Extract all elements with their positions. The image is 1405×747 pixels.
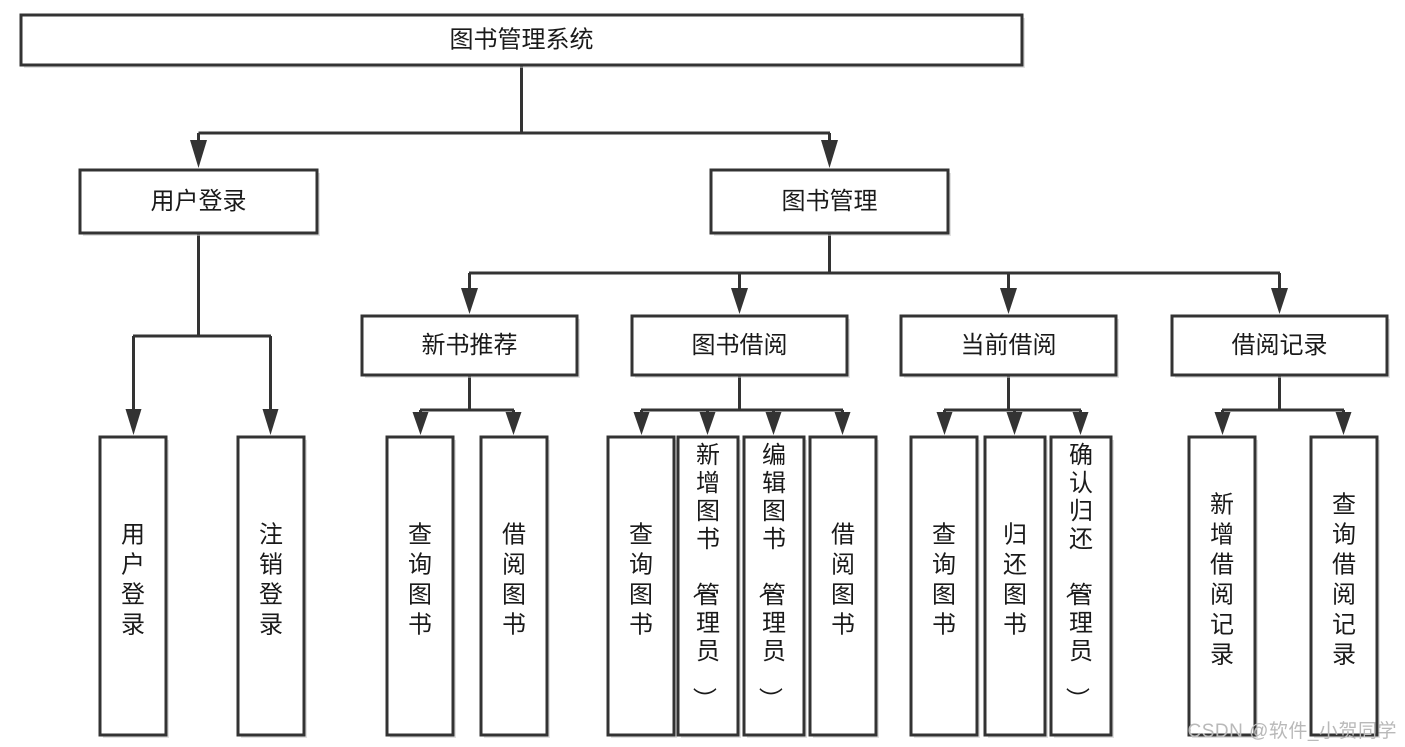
leaf-node-9-label: 归还图书 xyxy=(1003,522,1027,639)
root-node-0-label: 图书管理系统 xyxy=(450,26,594,53)
connector-current-to-leaves xyxy=(943,375,1082,418)
level2-node-0-box[interactable] xyxy=(78,168,319,235)
connector-newbook-to-leaves xyxy=(419,375,515,418)
leaf-node-1-label: 注销登录 xyxy=(259,522,283,639)
leaf-node-1[interactable]: 注销登录 xyxy=(236,435,307,738)
arrow-to-leaf-6 xyxy=(765,412,782,435)
arrow-to-leaf-11 xyxy=(1214,412,1231,435)
root-node-0-box[interactable] xyxy=(19,13,1024,67)
level3-node-0-box[interactable] xyxy=(360,314,579,377)
leaf-node-10[interactable]: 确认归还（管理员） xyxy=(1049,435,1114,738)
arrow-to-leaf-1 xyxy=(262,409,279,435)
level2-node-0-label: 用户登录 xyxy=(151,188,247,215)
leaf-node-7-box[interactable] xyxy=(808,435,878,737)
level3-node-2-box[interactable] xyxy=(899,314,1118,377)
leaf-node-12[interactable]: 查询借阅记录 xyxy=(1309,435,1380,738)
leaf-node-3-box[interactable] xyxy=(479,435,549,737)
leaf-node-5[interactable]: 新增图书（管理员） xyxy=(676,435,741,738)
connector-bookmgmt-to-level3 xyxy=(468,233,1281,296)
leaf-node-12-box[interactable] xyxy=(1309,435,1379,737)
connector-layer xyxy=(132,65,1345,418)
leaf-node-4[interactable]: 查询图书 xyxy=(606,435,677,738)
arrowhead-layer xyxy=(125,140,1352,435)
connector-userlogin-to-leaves xyxy=(132,233,272,418)
level3-node-3[interactable]: 借阅记录 xyxy=(1170,314,1390,378)
leaf-node-11[interactable]: 新增借阅记录 xyxy=(1187,435,1258,738)
level3-node-1-box[interactable] xyxy=(630,314,849,377)
leaf-node-12-label: 查询借阅记录 xyxy=(1332,492,1356,669)
csdn-watermark: CSDN @软件_小贺同学 xyxy=(1187,721,1397,742)
leaf-node-5-box[interactable] xyxy=(676,435,740,737)
leaf-node-11-label: 新增借阅记录 xyxy=(1210,492,1234,669)
level3-node-2[interactable]: 当前借阅 xyxy=(899,314,1119,378)
connector-root-to-level2 xyxy=(197,65,831,152)
level3-node-0-label: 新书推荐 xyxy=(422,332,518,359)
leaf-node-5-label: 新增图书（管理员） xyxy=(690,442,720,711)
arrow-to-leaf-0 xyxy=(125,409,142,435)
leaf-node-2[interactable]: 查询图书 xyxy=(385,435,456,738)
level2-node-0[interactable]: 用户登录 xyxy=(78,168,320,236)
leaf-node-9[interactable]: 归还图书 xyxy=(983,435,1048,738)
leaf-node-0-label: 用户登录 xyxy=(121,522,145,639)
arrow-to-leaf-9 xyxy=(1006,412,1023,435)
leaf-node-10-label: 确认归还（管理员） xyxy=(1063,442,1093,711)
level3-node-0[interactable]: 新书推荐 xyxy=(360,314,580,378)
arrow-to-newbook xyxy=(461,288,478,314)
leaf-node-8[interactable]: 查询图书 xyxy=(909,435,980,738)
leaf-node-7[interactable]: 借阅图书 xyxy=(808,435,879,738)
leaf-node-4-label: 查询图书 xyxy=(629,522,653,639)
connector-record-to-leaves xyxy=(1221,375,1345,418)
leaf-node-7-label: 借阅图书 xyxy=(831,522,855,639)
leaf-node-6-label: 编辑图书（管理员） xyxy=(756,442,786,711)
leaf-node-3-label: 借阅图书 xyxy=(502,522,526,639)
root-node-0[interactable]: 图书管理系统 xyxy=(19,13,1025,68)
arrow-to-current xyxy=(1000,288,1017,314)
leaf-node-8-label: 查询图书 xyxy=(932,522,956,639)
leaf-node-8-box[interactable] xyxy=(909,435,979,737)
leaf-node-9-box[interactable] xyxy=(983,435,1047,737)
node-layer: 图书管理系统用户登录图书管理新书推荐图书借阅当前借阅借阅记录用户登录注销登录查询… xyxy=(19,13,1390,738)
level2-node-1-label: 图书管理 xyxy=(782,188,878,215)
leaf-node-6[interactable]: 编辑图书（管理员） xyxy=(742,435,807,738)
leaf-node-6-box[interactable] xyxy=(742,435,806,737)
arrow-to-leaf-8 xyxy=(936,412,953,435)
arrow-to-leaf-7 xyxy=(834,412,851,435)
arrow-to-bookmgmt xyxy=(821,140,838,168)
arrow-to-borrow xyxy=(731,288,748,314)
arrow-to-userlogin xyxy=(190,140,207,168)
leaf-node-11-box[interactable] xyxy=(1187,435,1257,737)
level2-node-1-box[interactable] xyxy=(709,168,950,235)
leaf-node-2-box[interactable] xyxy=(385,435,455,737)
arrow-to-leaf-5 xyxy=(699,412,716,435)
arrow-to-leaf-4 xyxy=(633,412,650,435)
arrow-to-leaf-3 xyxy=(505,412,522,435)
level3-node-1[interactable]: 图书借阅 xyxy=(630,314,850,378)
arrow-to-leaf-2 xyxy=(412,412,429,435)
leaf-node-1-box[interactable] xyxy=(236,435,306,737)
level3-node-1-label: 图书借阅 xyxy=(692,332,788,359)
level3-node-3-label: 借阅记录 xyxy=(1232,332,1328,359)
connector-borrow-to-leaves xyxy=(640,375,844,418)
arrow-to-leaf-10 xyxy=(1072,412,1089,435)
level3-node-3-box[interactable] xyxy=(1170,314,1389,377)
leaf-node-4-box[interactable] xyxy=(606,435,676,737)
leaf-node-10-box[interactable] xyxy=(1049,435,1113,737)
level2-node-1[interactable]: 图书管理 xyxy=(709,168,951,236)
leaf-node-0[interactable]: 用户登录 xyxy=(98,435,169,738)
leaf-node-2-label: 查询图书 xyxy=(408,522,432,639)
arrow-to-record xyxy=(1271,288,1288,314)
leaf-node-3[interactable]: 借阅图书 xyxy=(479,435,550,738)
level3-node-2-label: 当前借阅 xyxy=(961,332,1057,359)
leaf-node-0-box[interactable] xyxy=(98,435,168,737)
arrow-to-leaf-12 xyxy=(1335,412,1352,435)
